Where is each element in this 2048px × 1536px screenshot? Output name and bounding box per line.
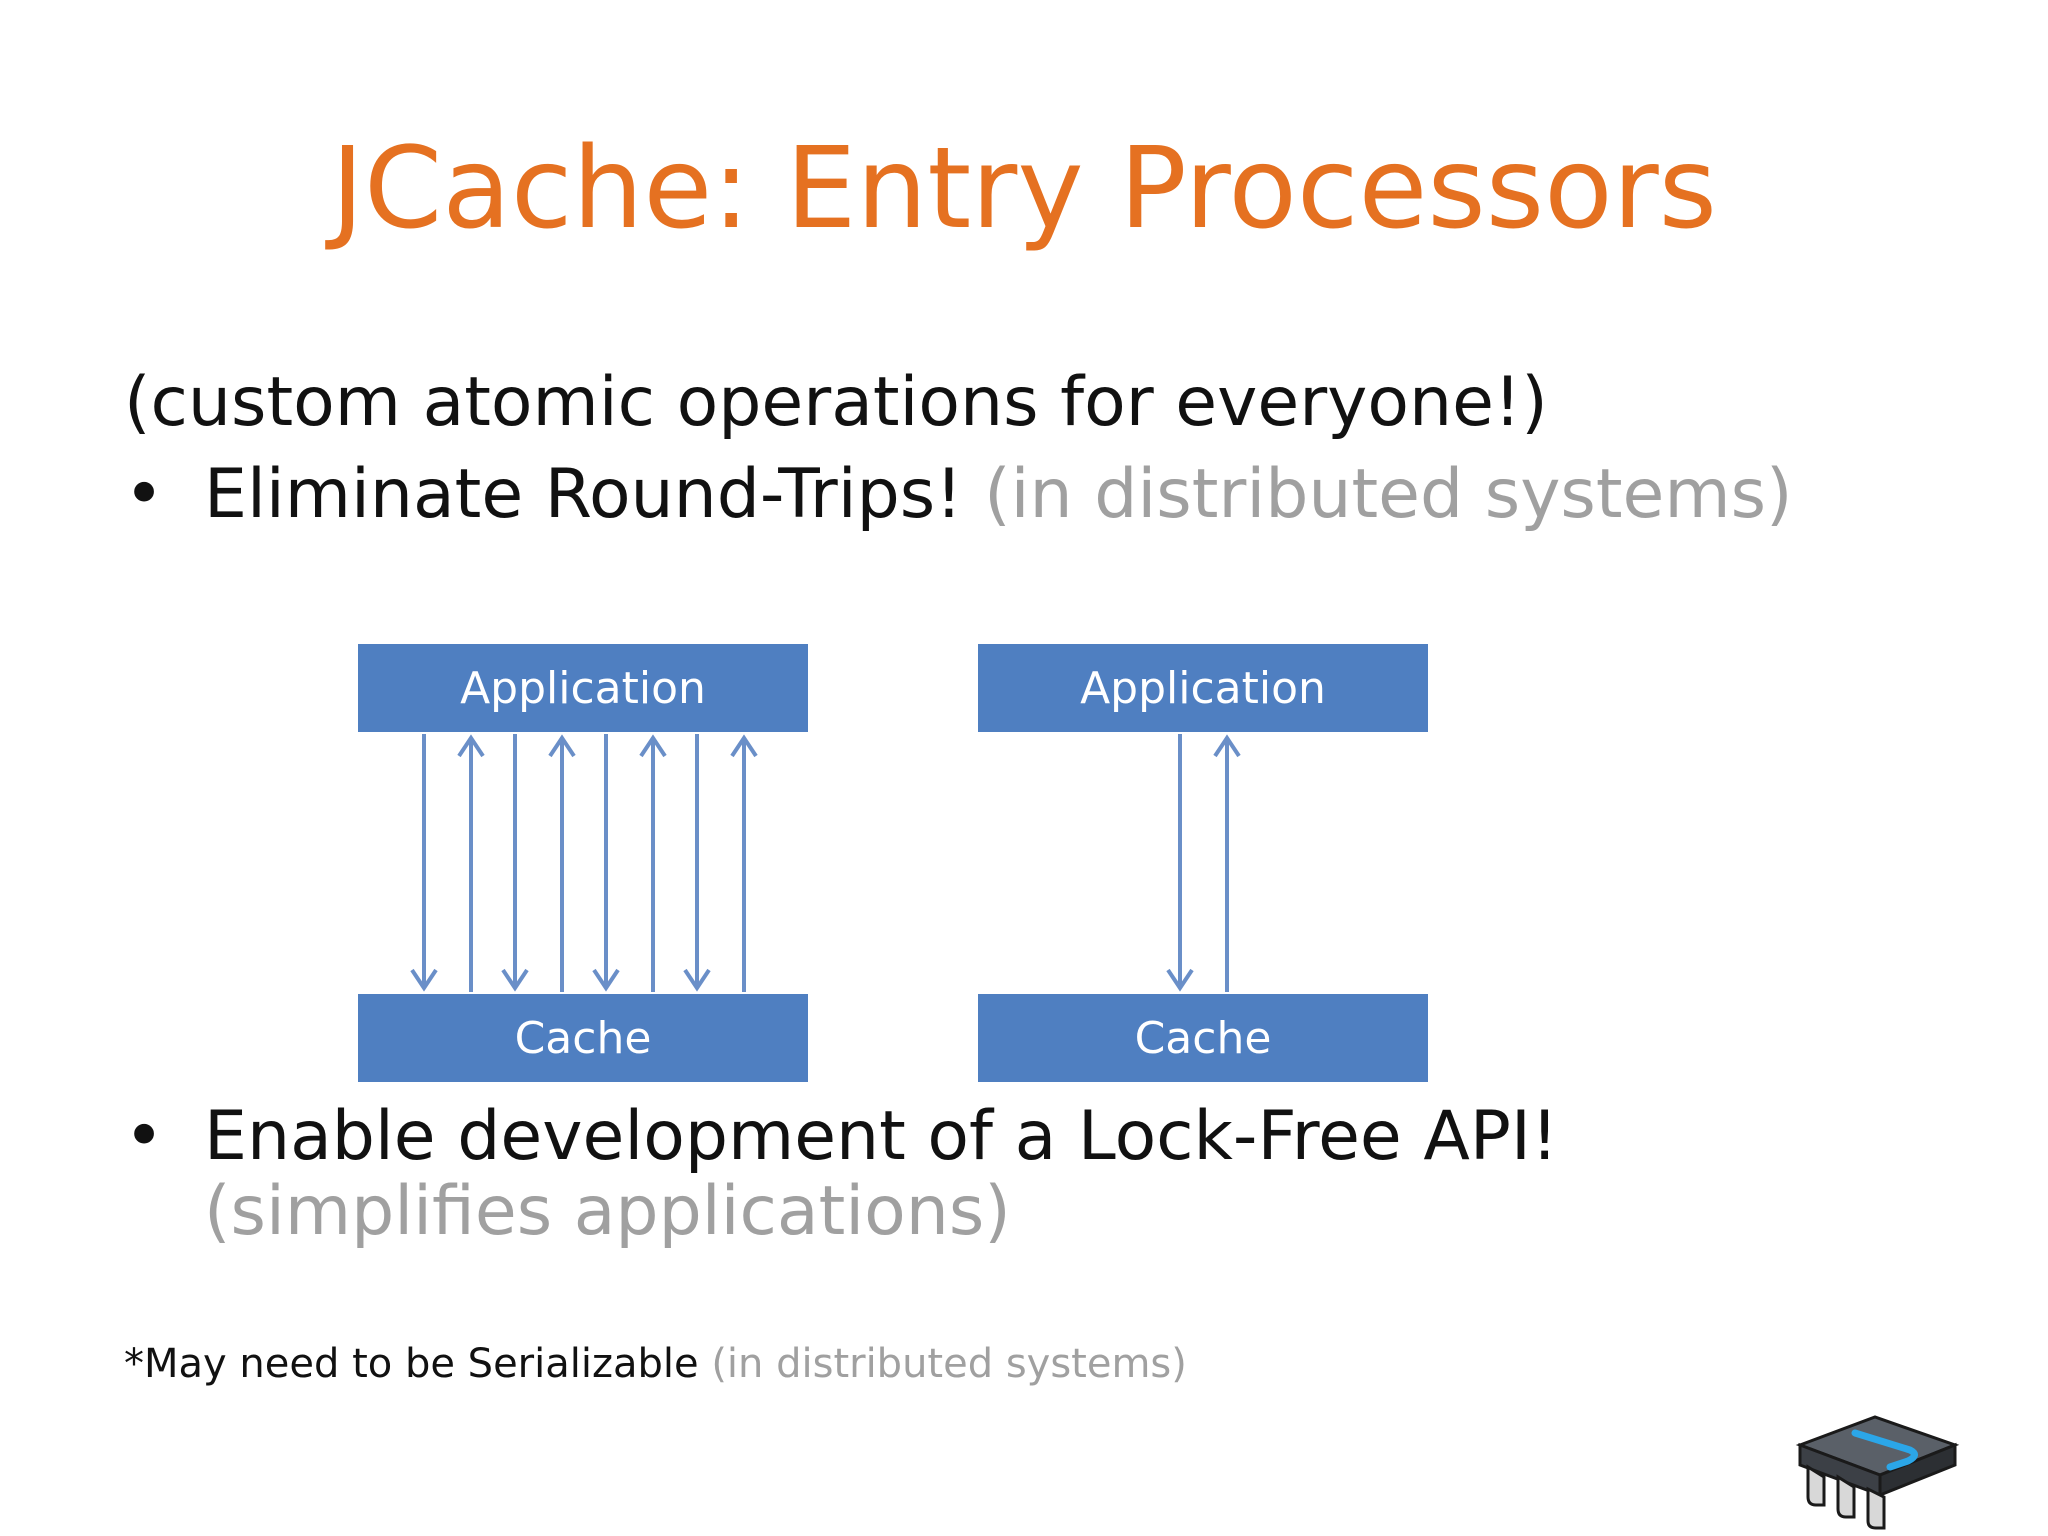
footnote-muted: (in distributed systems) bbox=[711, 1341, 1187, 1387]
response-arrow-up bbox=[457, 734, 485, 992]
bullet-muted-text: (simplifies applications) bbox=[204, 1171, 1011, 1251]
request-arrow-down bbox=[592, 734, 620, 992]
request-arrow-down bbox=[501, 734, 529, 992]
footnote-main: *May need to be Serializable bbox=[124, 1341, 699, 1387]
right-application-box: Application bbox=[978, 644, 1428, 732]
bullet-lock-free-api: • Enable development of a Lock-Free API!… bbox=[124, 1097, 1824, 1251]
response-arrow-up bbox=[730, 734, 758, 992]
slide-intro: (custom atomic operations for everyone!) bbox=[124, 363, 1548, 442]
response-arrow-up bbox=[548, 734, 576, 992]
bullet-eliminate-round-trips: • Eliminate Round-Trips! (in distributed… bbox=[124, 455, 1824, 534]
left-arrows bbox=[410, 734, 758, 992]
response-arrow-up bbox=[1213, 734, 1241, 992]
response-arrow-up bbox=[639, 734, 667, 992]
right-application-label: Application bbox=[1080, 662, 1326, 714]
left-cache-label: Cache bbox=[514, 1012, 652, 1064]
chip-logo-icon bbox=[1795, 1415, 1960, 1530]
left-application-label: Application bbox=[460, 662, 706, 714]
right-cache-label: Cache bbox=[1134, 1012, 1272, 1064]
bullet-text: Enable development of a Lock-Free API! (… bbox=[204, 1097, 1824, 1251]
right-cache-box: Cache bbox=[978, 994, 1428, 1082]
bullet-muted-text: (in distributed systems) bbox=[984, 455, 1793, 534]
bullet-dot: • bbox=[124, 1097, 165, 1176]
bullet-main-text: Eliminate Round-Trips! bbox=[204, 455, 963, 534]
footnote: *May need to be Serializable (in distrib… bbox=[124, 1340, 1187, 1388]
request-arrow-down bbox=[410, 734, 438, 992]
slide-title: JCache: Entry Processors bbox=[330, 124, 1718, 254]
bullet-dot: • bbox=[124, 455, 165, 534]
right-arrows bbox=[1166, 734, 1241, 992]
left-application-box: Application bbox=[358, 644, 808, 732]
left-cache-box: Cache bbox=[358, 994, 808, 1082]
bullet-text: Eliminate Round-Trips! (in distributed s… bbox=[204, 455, 1824, 534]
bullet-main-text: Enable development of a Lock-Free API! bbox=[204, 1097, 1559, 1176]
request-arrow-down bbox=[683, 734, 711, 992]
request-arrow-down bbox=[1166, 734, 1194, 992]
